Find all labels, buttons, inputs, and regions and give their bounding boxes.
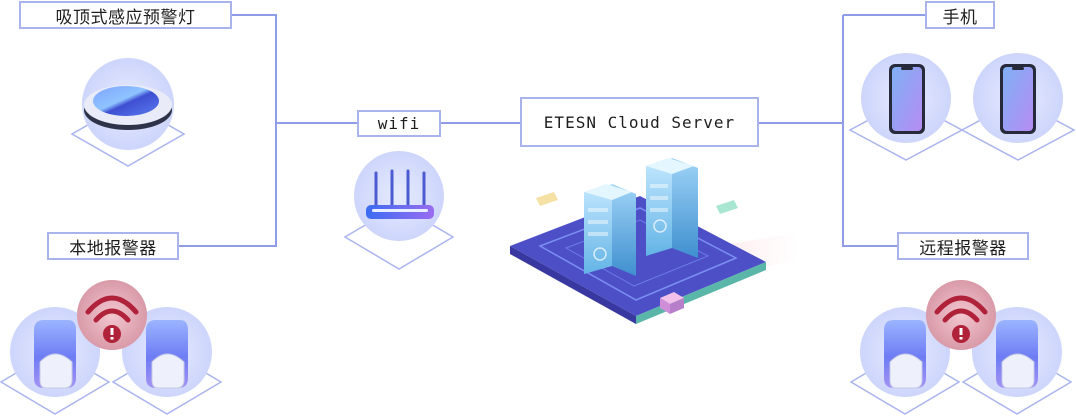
wifi-alert-icon — [926, 280, 996, 350]
alarm-device-icon — [961, 307, 1073, 415]
label-local-alarm: 本地报警器 — [47, 232, 179, 260]
cloud-server-icon — [510, 158, 800, 324]
label-ceiling-light: 吸顶式感应预警灯 — [19, 1, 232, 29]
label-cloud-server: ETESN Cloud Server — [520, 97, 759, 147]
router-icon — [343, 151, 455, 270]
wifi-alert-icon — [77, 280, 147, 350]
label-wifi: wifi — [357, 110, 441, 137]
alarm-device-icon — [0, 307, 111, 415]
label-phone: 手机 — [925, 1, 995, 29]
label-remote-alarm: 远程报警器 — [897, 232, 1029, 260]
alarm-device-icon — [849, 307, 961, 415]
alarm-device-icon — [111, 307, 223, 415]
phone-icon — [960, 53, 1076, 161]
ceiling-light-icon — [70, 58, 186, 167]
phone-icon — [848, 53, 964, 161]
connector-lines — [178, 14, 926, 247]
